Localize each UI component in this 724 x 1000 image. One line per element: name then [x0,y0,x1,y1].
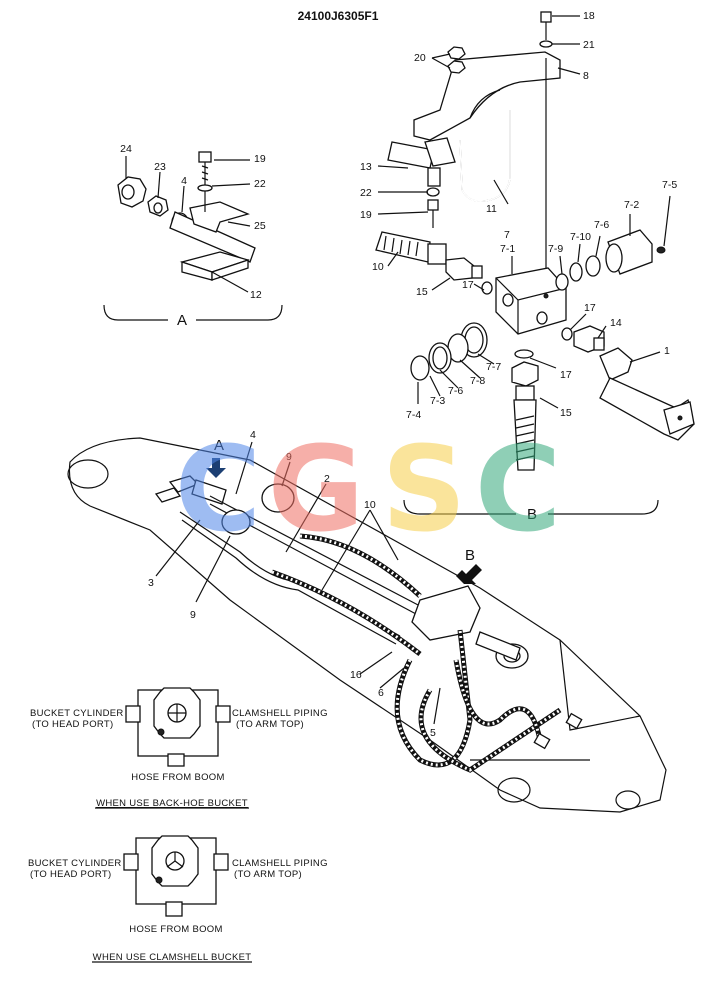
port2-right-label-2: (TO ARM TOP) [234,869,302,880]
section-label-a-main: A [214,437,224,454]
callout-5: 5 [430,727,436,739]
watermark-letter-1: C [175,420,262,558]
callout-numbers: 24 23 4 19 22 25 12 20 18 21 8 13 22 19 … [120,10,677,739]
callout-22-detail-b: 22 [360,187,372,199]
callout-7-6-upper: 7-6 [594,219,609,231]
callout-22-detail-a: 22 [254,178,266,190]
callout-7-6-lower: 7-6 [448,385,463,397]
callout-7-1: 7-1 [500,243,515,255]
callout-19-detail-b: 19 [360,209,372,221]
callout-19-detail-a: 19 [254,153,266,165]
callout-8: 8 [583,70,589,82]
callout-4-detail: 4 [181,175,187,187]
detail-b: B [375,11,695,523]
callout-11: 11 [486,203,497,215]
callout-15-bottom: 15 [560,407,572,419]
section-label-b-main: B [465,547,475,564]
port1-bottom-label: HOSE FROM BOOM [131,772,224,783]
callout-4-main: 4 [250,429,256,441]
watermark-letter-2: G [268,420,365,558]
leader-lines [125,15,671,725]
callout-7-4: 7-4 [406,409,421,421]
callout-23: 23 [154,161,166,173]
callout-1: 1 [664,345,670,357]
arm-assembly: A B [67,437,667,813]
callout-20: 20 [414,52,426,64]
callout-7-8: 7-8 [470,375,485,387]
callout-17-left: 17 [462,279,474,291]
callout-7-9: 7-9 [548,243,563,255]
callout-18: 18 [583,10,595,22]
drawing-number: 24100J6305F1 [298,9,379,23]
port2-bottom-label: HOSE FROM BOOM [129,924,222,935]
callout-6: 6 [378,687,384,699]
port1-right-label-1: CLAMSHELL PIPING [232,708,328,719]
callout-3: 3 [148,577,154,589]
callout-7-10: 7-10 [570,231,591,243]
callout-16: 16 [350,669,362,681]
callout-7: 7 [504,229,510,241]
callout-12: 12 [250,289,262,301]
callout-2: 2 [324,473,330,485]
detail-a: A [103,151,283,329]
port2-right-label-1: CLAMSHELL PIPING [232,858,328,869]
port1-left-label-2: (TO HEAD PORT) [32,719,113,730]
callout-14: 14 [610,317,622,329]
callout-17-bottom: 17 [560,369,572,381]
callout-7-2: 7-2 [624,199,639,211]
watermark-letter-4: C [475,420,562,558]
callout-7-7: 7-7 [486,361,501,373]
callout-15-detail: 15 [416,286,428,298]
arrow-b-icon [456,564,482,584]
port1-left-label-1: BUCKET CYLINDER [30,708,124,719]
callout-25: 25 [254,220,266,232]
callout-7-3: 7-3 [430,395,445,407]
callout-7-5: 7-5 [662,179,677,191]
callout-9-bottom: 9 [190,609,196,621]
port-diagram-backhoe: BUCKET CYLINDER (TO HEAD PORT) CLAMSHELL… [30,687,328,809]
callout-24: 24 [120,143,132,155]
callout-9-top: 9 [286,451,292,463]
port2-caption: WHEN USE CLAMSHELL BUCKET [93,952,252,963]
watermark: C G S C [175,420,562,558]
callout-13: 13 [360,161,372,173]
port2-left-label-2: (TO HEAD PORT) [30,869,111,880]
port-diagram-clamshell: BUCKET CYLINDER (TO HEAD PORT) CLAMSHELL… [28,835,328,963]
callout-17-right: 17 [584,302,596,314]
port1-right-label-2: (TO ARM TOP) [236,719,304,730]
arrow-a-icon [206,458,226,478]
section-label-a: A [177,312,187,329]
watermark-letter-3: S [382,420,467,558]
callout-10-main: 10 [364,499,376,511]
section-label-b: B [527,506,537,523]
callout-10-detail: 10 [372,261,384,273]
port1-caption: WHEN USE BACK-HOE BUCKET [96,798,248,809]
port2-left-label-1: BUCKET CYLINDER [28,858,122,869]
callout-21: 21 [583,39,595,51]
